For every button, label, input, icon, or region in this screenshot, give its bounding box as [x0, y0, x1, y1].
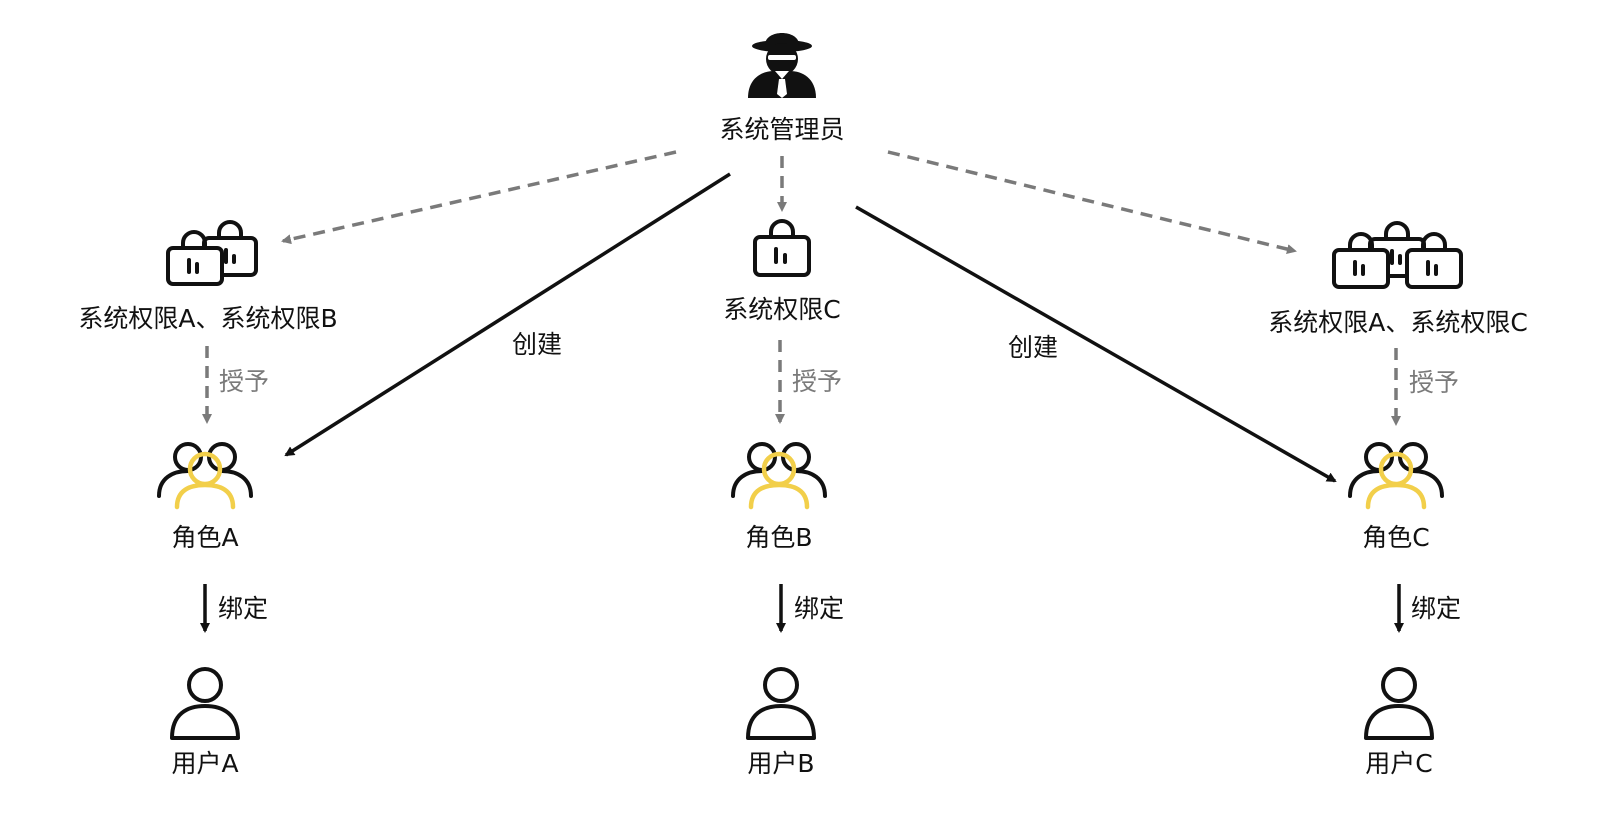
lock-icon — [753, 219, 811, 277]
bind-label-a: 绑定 — [218, 594, 268, 623]
grant-label-c: 授予 — [1409, 368, 1459, 397]
role-b-label: 角色B — [745, 523, 812, 552]
admin-label: 系统管理员 — [719, 115, 844, 144]
user-icon — [1364, 667, 1434, 740]
role-group-icon — [731, 442, 827, 510]
user-b-label: 用户B — [747, 749, 814, 778]
perm-b-label: 系统权限C — [723, 295, 840, 324]
user-icon — [746, 667, 816, 740]
admin-edges: 创建 创建 — [281, 150, 1337, 483]
role-group-icon — [157, 442, 253, 510]
dashed-edge-admin-perm-a — [281, 150, 677, 245]
bind-label-c: 绑定 — [1411, 594, 1461, 623]
user-icon — [170, 667, 240, 740]
role-c-label: 角色C — [1362, 523, 1429, 552]
lock-pair-icon — [166, 220, 258, 286]
column-c: 系统权限A、系统权限C 授予 角色C 绑定 用户C — [1268, 221, 1528, 778]
create-label-left: 创建 — [512, 330, 562, 359]
grant-label-b: 授予 — [792, 367, 842, 396]
create-label-right: 创建 — [1008, 333, 1058, 362]
column-b: 系统权限C 授予 角色B 绑定 用户B — [723, 219, 844, 778]
dashed-edge-admin-perm-c — [887, 150, 1297, 254]
user-a-label: 用户A — [171, 749, 238, 778]
perm-a-label: 系统权限A、系统权限B — [78, 304, 337, 333]
create-edge-admin-role-a — [284, 172, 731, 457]
admin-node: 系统管理员 — [719, 33, 845, 144]
role-a-label: 角色A — [171, 523, 238, 552]
perm-c-label: 系统权限A、系统权限C — [1268, 308, 1528, 337]
create-edge-admin-role-c — [855, 205, 1337, 483]
bind-label-b: 绑定 — [794, 594, 844, 623]
lock-trio-icon — [1332, 221, 1463, 289]
column-a: 系统权限A、系统权限B 授予 角色A 绑定 用户A — [78, 220, 338, 778]
admin-icon — [748, 33, 816, 98]
user-c-label: 用户C — [1365, 749, 1432, 778]
grant-label-a: 授予 — [219, 367, 269, 396]
role-group-icon — [1348, 442, 1444, 510]
